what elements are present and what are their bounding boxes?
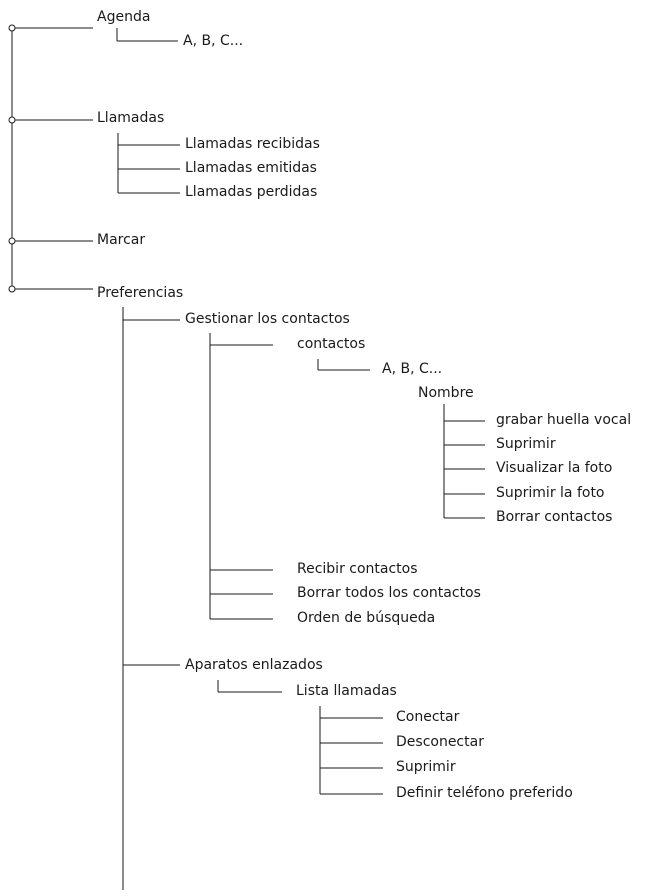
node-contactos-abc: A, B, C...	[382, 361, 443, 377]
node-borrar-todos: Borrar todos los contactos	[297, 585, 481, 601]
node-circle	[8, 237, 16, 245]
node-agenda-abc: A, B, C...	[183, 33, 244, 49]
node-aparatos-enlazados: Aparatos enlazados	[185, 657, 323, 673]
node-suprimir-foto: Suprimir la foto	[496, 485, 605, 501]
node-marcar: Marcar	[97, 232, 146, 248]
node-llamadas-recibidas: Llamadas recibidas	[185, 136, 320, 152]
node-suprimir: Suprimir	[496, 436, 556, 452]
node-borrar-contactos: Borrar contactos	[496, 509, 613, 525]
node-orden-busqueda: Orden de búsqueda	[297, 610, 436, 626]
node-llamadas: Llamadas	[97, 110, 165, 126]
node-llamadas-emitidas: Llamadas emitidas	[185, 160, 317, 176]
node-circle	[8, 24, 16, 32]
node-preferencias: Preferencias	[97, 285, 184, 301]
node-desconectar: Desconectar	[396, 734, 484, 750]
node-recibir-contactos: Recibir contactos	[297, 561, 418, 577]
node-conectar: Conectar	[396, 709, 460, 725]
node-definir-telefono: Definir teléfono preferido	[396, 785, 573, 801]
node-llamadas-perdidas: Llamadas perdidas	[185, 184, 318, 200]
node-lista-suprimir: Suprimir	[396, 759, 456, 775]
node-nombre: Nombre	[418, 385, 474, 401]
node-grabar-huella: grabar huella vocal	[496, 412, 632, 428]
node-contactos: contactos	[297, 336, 366, 352]
node-gestionar-contactos: Gestionar los contactos	[185, 311, 350, 327]
node-agenda: Agenda	[97, 9, 151, 25]
node-visualizar-foto: Visualizar la foto	[496, 460, 613, 476]
node-circle	[8, 285, 16, 293]
node-lista-llamadas: Lista llamadas	[296, 683, 397, 699]
node-circle	[8, 116, 16, 124]
